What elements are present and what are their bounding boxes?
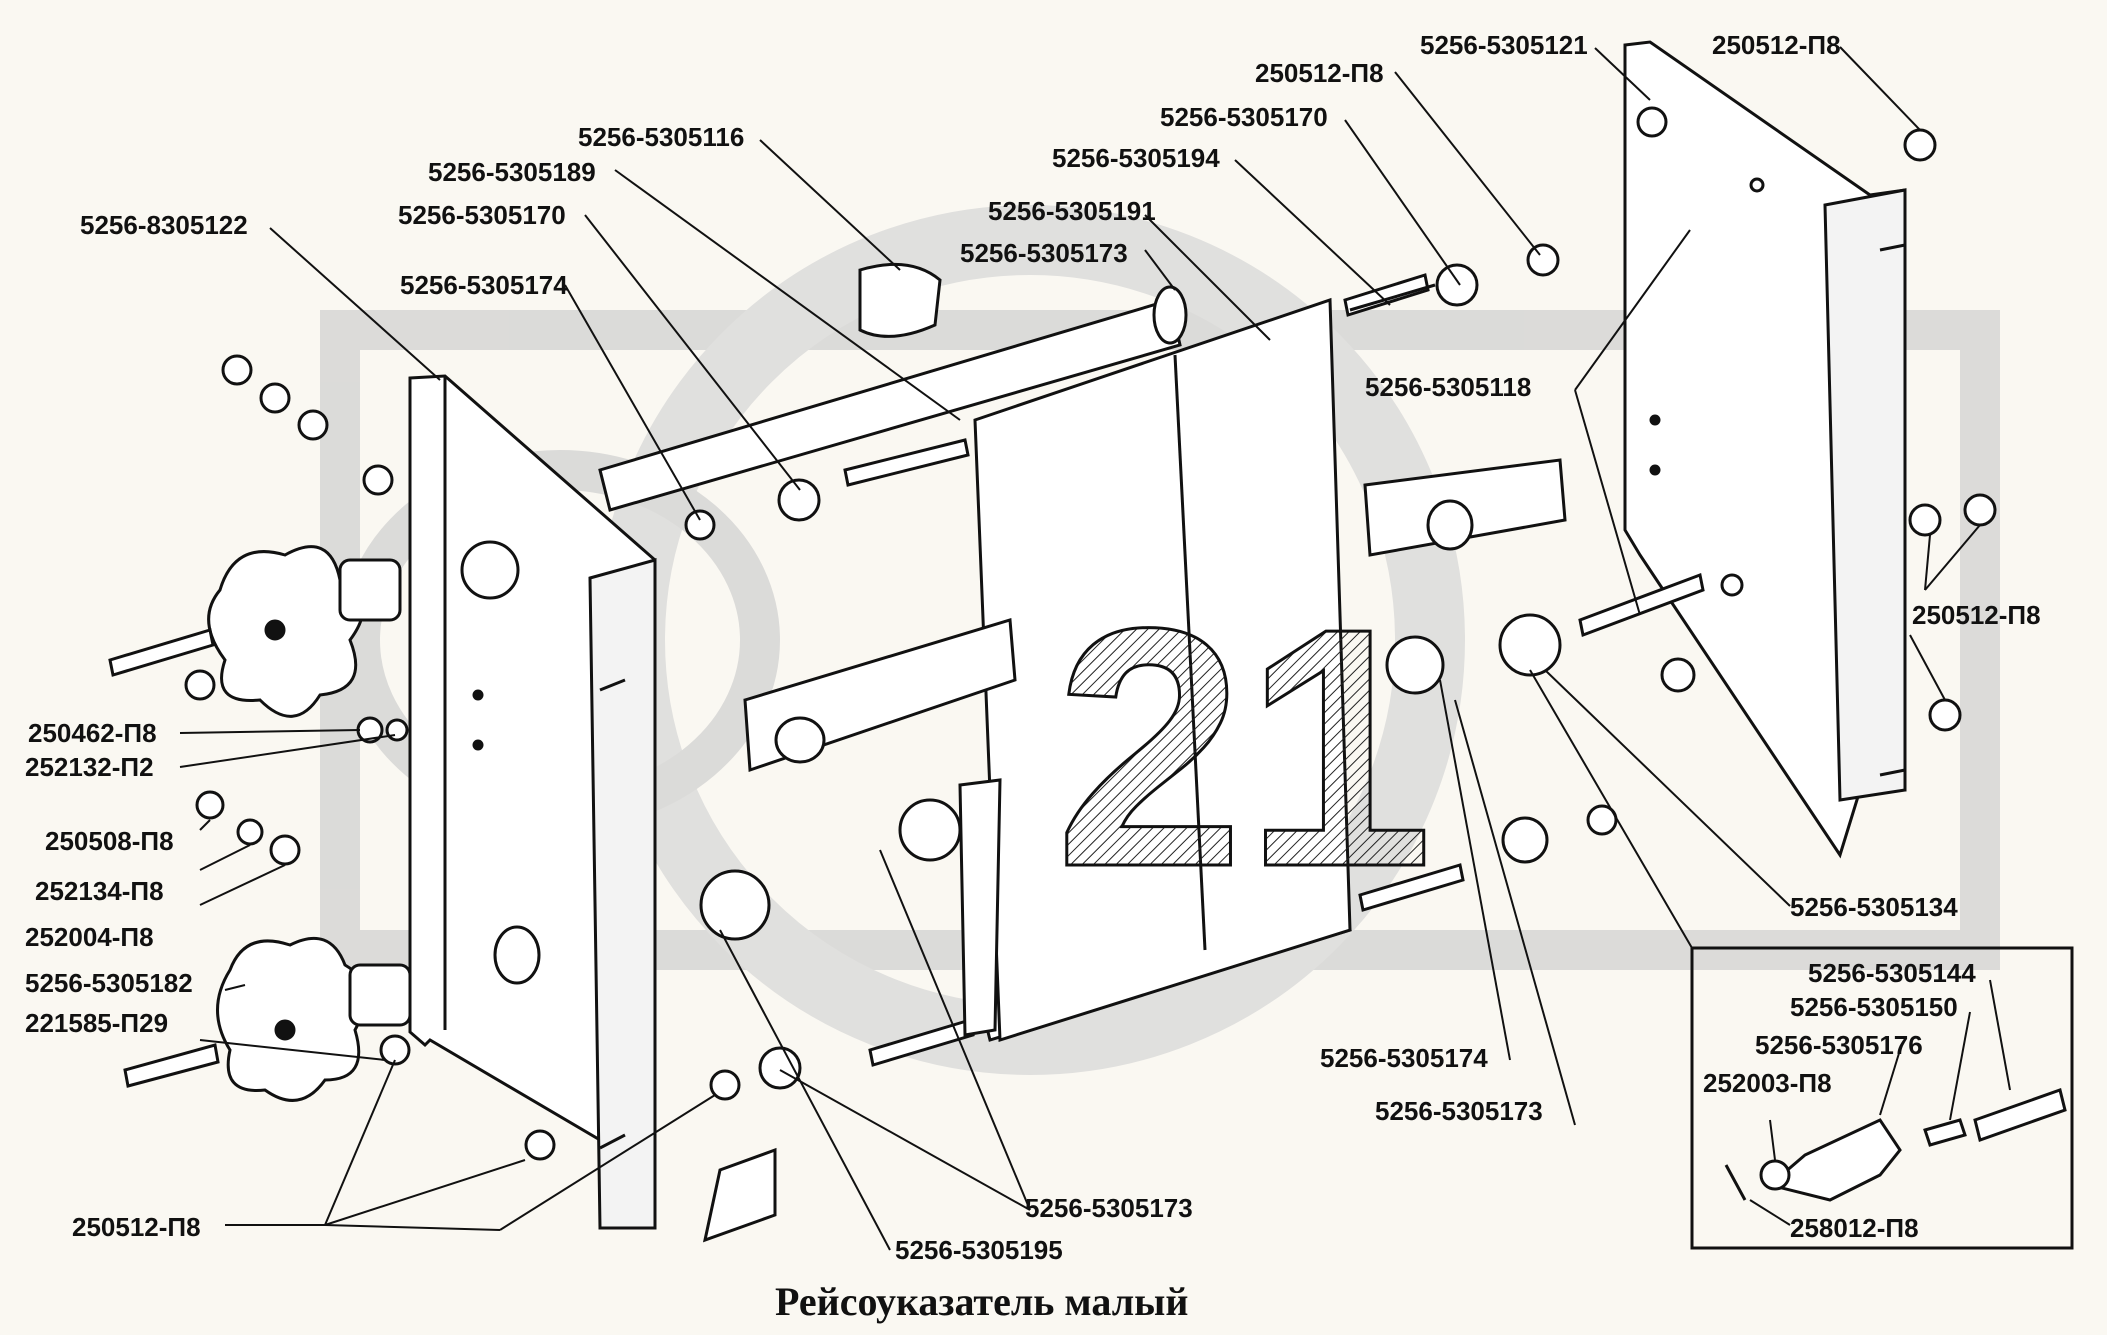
knob-upper <box>207 545 402 718</box>
part-label-5305118: 5256-5305118 <box>1365 372 1532 402</box>
part-label-252132: 252132-П2 <box>25 752 154 782</box>
part-label-5305173-mid: 5256-5305173 <box>1375 1096 1543 1126</box>
part-label-250508: 250508-П8 <box>45 826 174 856</box>
part-label-5305191: 5256-5305191 <box>988 196 1156 226</box>
part-label-5305176: 5256-5305176 <box>1755 1030 1923 1060</box>
upper-roller <box>598 285 1188 512</box>
part-label-5305150: 5256-5305150 <box>1790 992 1958 1022</box>
lamp-rail-right <box>1363 458 1567 557</box>
part-label-5305170-left: 5256-5305170 <box>398 200 566 230</box>
part-label-221585: 221585-П29 <box>25 1008 169 1038</box>
part-label-252004: 252004-П8 <box>25 922 154 952</box>
part-label-252003: 252003-П8 <box>1703 1068 1832 1098</box>
left-bracket <box>408 374 657 1230</box>
lamp-rail-left <box>743 618 1017 773</box>
watermark-number: 21 <box>1055 558 1433 938</box>
nuts-and-washers <box>184 128 1997 1161</box>
detail-inset-box <box>1690 946 2074 1250</box>
knob-lower <box>216 936 412 1102</box>
part-label-5305174-mid: 5256-5305174 <box>1320 1043 1488 1073</box>
part-label-250512-top-b: 250512-П8 <box>1712 30 1841 60</box>
diagram-title: Рейсоуказатель малый <box>775 1279 1189 1324</box>
part-label-8305122: 5256-8305122 <box>80 210 248 240</box>
part-label-5305134: 5256-5305134 <box>1790 892 1958 922</box>
part-label-250512-bottom: 250512-П8 <box>72 1212 201 1242</box>
part-label-250462: 250462-П8 <box>28 718 157 748</box>
part-label-5305194: 5256-5305194 <box>1052 143 1220 173</box>
part-label-5305144: 5256-5305144 <box>1808 958 1976 988</box>
part-label-250512-top-a: 250512-П8 <box>1255 58 1384 88</box>
screws <box>108 273 1705 1088</box>
part-label-5305116: 5256-5305116 <box>578 122 745 152</box>
right-bracket <box>1623 40 1907 859</box>
part-label-5305121: 5256-5305121 <box>1420 30 1588 60</box>
leader-lines <box>179 46 2011 1251</box>
number-curtain: 21 <box>973 297 1435 1043</box>
part-label-5305195: 5256-5305195 <box>895 1235 1063 1265</box>
part-label-5305170-right: 5256-5305170 <box>1160 102 1328 132</box>
part-label-5305173-top: 5256-5305173 <box>960 238 1128 268</box>
part-label-5305174-top: 5256-5305174 <box>400 270 568 300</box>
lever-assembly <box>702 778 1002 1243</box>
part-label-258012: 258012-П8 <box>1790 1213 1919 1243</box>
part-label-5305182: 5256-5305182 <box>25 968 193 998</box>
part-label-252134: 252134-П8 <box>35 876 164 906</box>
part-label-5305173-bottom: 5256-5305173 <box>1025 1193 1193 1223</box>
part-label-5305189: 5256-5305189 <box>428 157 596 187</box>
part-label-250512-right: 250512-П8 <box>1912 600 2041 630</box>
